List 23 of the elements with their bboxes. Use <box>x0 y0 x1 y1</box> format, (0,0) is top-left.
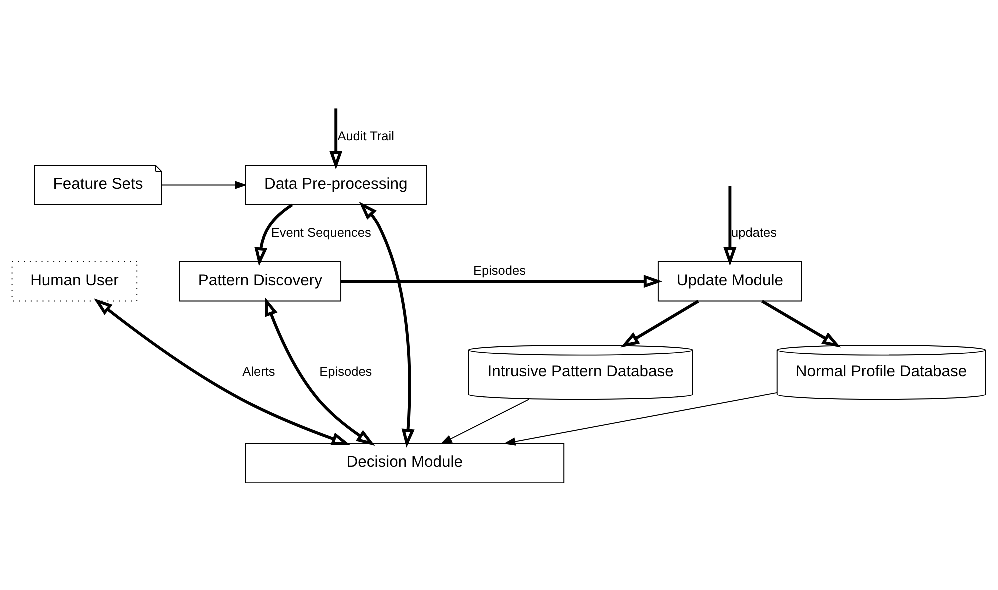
edge-label: Audit Trail <box>338 128 394 143</box>
node-box: Data Pre-processing <box>245 164 428 205</box>
arrow <box>161 180 248 189</box>
arrow <box>620 300 700 348</box>
edge-label: Alerts <box>242 363 276 378</box>
arrow <box>359 201 415 448</box>
edge-label: Episodes <box>473 262 526 278</box>
arrow <box>94 298 351 445</box>
arrow <box>504 392 778 446</box>
node-box: Decision Module <box>245 442 565 484</box>
edge-label: Episodes <box>320 363 372 378</box>
node-box: Pattern Discovery <box>179 260 342 302</box>
arrow <box>254 203 294 266</box>
arrow <box>265 296 376 446</box>
arrow <box>724 186 737 266</box>
edge-label: Event Sequences <box>271 224 372 240</box>
edge-label: updates <box>732 224 777 240</box>
arrow <box>341 274 663 288</box>
node-box: Human User <box>12 260 138 302</box>
arrow <box>440 398 530 444</box>
arrow <box>330 108 343 170</box>
arrow <box>762 300 841 348</box>
node-box: Update Module <box>658 260 802 302</box>
